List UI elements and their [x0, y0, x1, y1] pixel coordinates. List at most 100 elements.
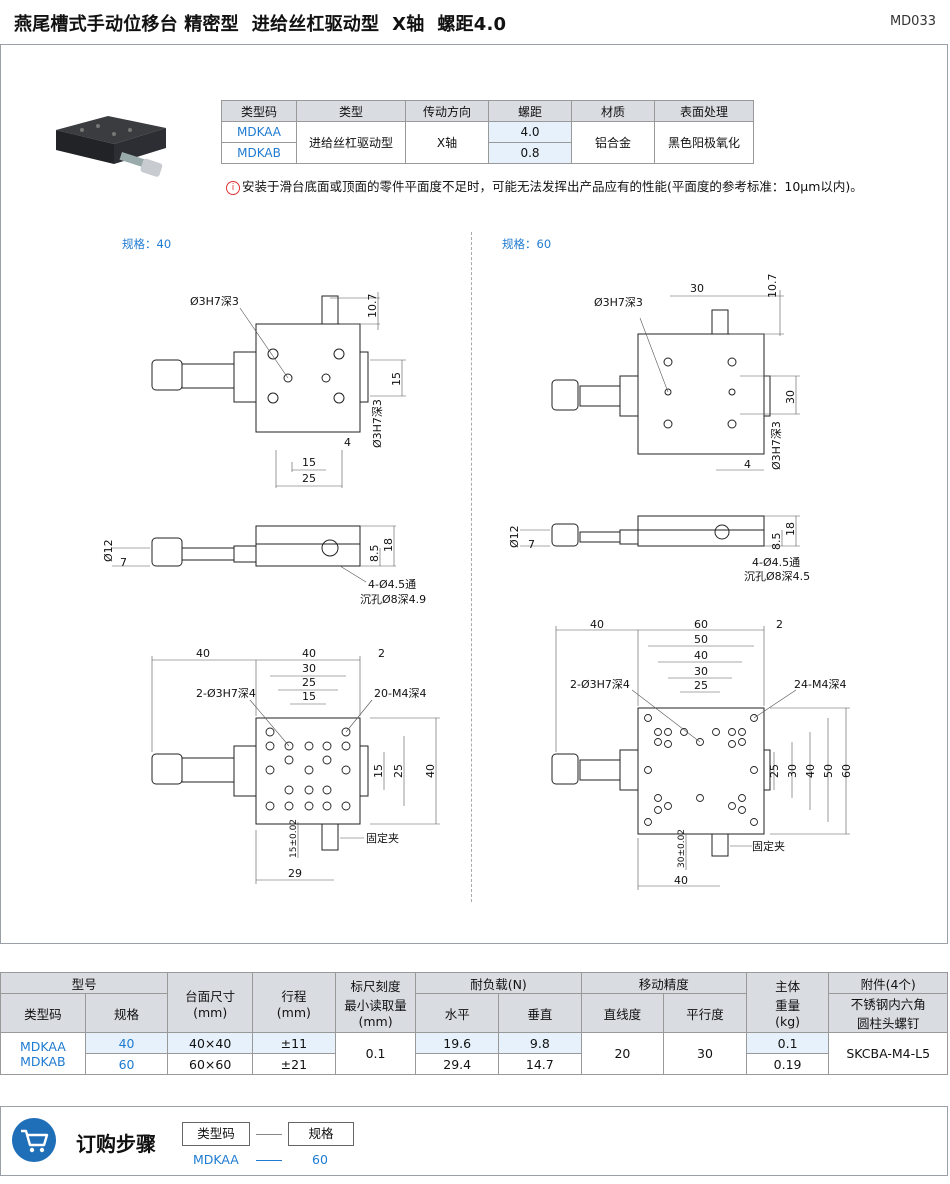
order-connector-2	[256, 1160, 282, 1161]
drawing-divider	[471, 232, 472, 902]
r-side-7: 7	[528, 538, 535, 551]
th-straight: 直线度	[580, 993, 665, 1033]
direction-cell: X轴	[405, 121, 489, 164]
material-cell: 铝合金	[571, 121, 655, 164]
side-view-40	[112, 525, 396, 583]
product-photo	[56, 116, 166, 177]
th-type: 类型	[296, 100, 406, 122]
th-material: 材质	[571, 100, 655, 122]
r-r60: 60	[840, 764, 853, 778]
l-top-40b: 40	[302, 647, 316, 660]
r-top-25: 25	[694, 679, 708, 692]
th-typecode2: 类型码	[0, 993, 86, 1033]
spec-label-40: 规格：40	[122, 237, 172, 251]
spec-loadv-40: 9.8	[498, 1032, 582, 1054]
th-size: 规格	[84, 993, 169, 1033]
l-thru: 4-Ø4.5通	[368, 578, 416, 591]
spec-size-40: 40	[84, 1032, 169, 1054]
l-top-25: 25	[302, 676, 316, 689]
th-load: 耐负载(N)	[415, 972, 582, 994]
l-top-40a: 40	[196, 647, 210, 660]
l-r40: 40	[424, 764, 437, 778]
note-text: 安装于滑台底面或顶面的零件平面度不足时，可能无法发挥出产品应有的性能(平面度的参…	[242, 179, 863, 194]
th-stroke: 行程 (mm)	[252, 972, 336, 1033]
spec-code-b: MDKAB	[20, 1053, 66, 1069]
l-top-15: 15	[302, 690, 316, 703]
spec-label-60: 规格：60	[502, 237, 552, 251]
r-side-85: 8.5	[770, 533, 783, 551]
r-dim-30v: 30	[784, 390, 797, 404]
r-r50: 50	[822, 764, 835, 778]
th-model: 型号	[0, 972, 169, 994]
r-top-30: 30	[694, 665, 708, 678]
r-top-40b: 40	[694, 649, 708, 662]
l-tap-label: 20-M4深4	[374, 687, 426, 700]
spec-stroke-40: ±11	[252, 1032, 336, 1054]
l-dim-15v: 15	[390, 372, 403, 386]
spec-scale: 0.1	[334, 1032, 417, 1075]
r-r40: 40	[804, 764, 817, 778]
code-mdkab: MDKAB	[221, 142, 297, 164]
spec-size-60: 60	[84, 1053, 169, 1075]
r-top-60: 60	[694, 618, 708, 631]
content-frame	[0, 44, 948, 944]
r-clamp: 固定夹	[752, 839, 785, 853]
r-dim-107: 10.7	[766, 274, 779, 299]
code-mdkaa: MDKAA	[221, 121, 297, 143]
l-clamp: 固定夹	[366, 831, 399, 845]
r-side-18: 18	[784, 522, 797, 536]
l-r15: 15	[372, 764, 385, 778]
th-load-h: 水平	[415, 993, 500, 1033]
spec-table-60: 60×60	[167, 1053, 254, 1075]
order-val-size: 60	[312, 1152, 328, 1167]
spec-loadh-40: 19.6	[415, 1032, 500, 1054]
l-r25: 25	[392, 764, 405, 778]
l-side-7: 7	[120, 556, 127, 569]
th-scale: 标尺刻度 最小读取量 (mm)	[334, 972, 417, 1033]
spec-code-a: MDKAA	[19, 1038, 66, 1054]
top-view-40	[151, 292, 406, 488]
page-title: 燕尾槽式手动位移台 精密型 进给丝杠驱动型 X轴 螺距4.0	[14, 14, 507, 35]
r-thru: 4-Ø4.5通	[752, 556, 800, 569]
th-weight: 主体 重量 (kg)	[745, 972, 830, 1033]
spec-weight-60: 0.19	[745, 1053, 830, 1075]
pitch-08: 0.8	[488, 142, 572, 164]
spec-parallel: 30	[663, 1032, 747, 1075]
r-tap-label: 24-M4深4	[794, 678, 846, 691]
th-pitch: 螺距	[488, 100, 572, 122]
type-table: 类型码 类型 传动方向 螺距 材质 表面处理 MDKAA 进给丝杠驱动型 X轴 …	[221, 100, 754, 164]
th-accessory: 附件(4个)	[828, 972, 948, 994]
l-top-2: 2	[378, 647, 385, 660]
spec-stroke-60: ±21	[252, 1053, 336, 1075]
th-direction: 传动方向	[405, 100, 489, 122]
th-parallel: 平行度	[663, 993, 747, 1033]
table-view-60	[551, 626, 850, 890]
l-side-dia: Ø12	[102, 539, 115, 562]
l-hole-label: Ø3H7深3	[190, 295, 239, 308]
l-dim-4: 4	[344, 436, 351, 449]
r-pin-label: 2-Ø3H7深4	[570, 678, 630, 691]
page-code: MD033	[889, 14, 936, 29]
order-box-typecode: 类型码	[182, 1122, 250, 1146]
cart-glyph	[21, 1129, 49, 1153]
th-accuracy: 移动精度	[580, 972, 747, 994]
l-pin-label: 2-Ø3H7深4	[196, 687, 256, 700]
drawing-size-60: Ø3H7深3 30 10.7 30 Ø3H7深3 4 Ø12 7 8.5 18 …	[508, 274, 853, 890]
r-cbore: 沉孔Ø8深4.5	[744, 570, 810, 583]
order-box-size: 规格	[288, 1122, 354, 1146]
r-r25: 25	[768, 764, 781, 778]
r-hole-label-v: Ø3H7深3	[770, 421, 783, 470]
th-table-size: 台面尺寸 (mm)	[167, 972, 254, 1033]
r-side-dia: Ø12	[508, 525, 521, 548]
surface-cell: 黑色阳极氧化	[654, 121, 754, 164]
order-connector	[256, 1134, 282, 1135]
l-side-85: 8.5	[368, 545, 381, 563]
r-bot-40: 40	[674, 874, 688, 887]
pitch-40: 4.0	[488, 121, 572, 143]
spec-loadh-60: 29.4	[415, 1053, 500, 1075]
th-typecode: 类型码	[221, 100, 297, 122]
type-cell: 进给丝杠驱动型	[296, 121, 406, 164]
order-section	[0, 1106, 948, 1176]
order-val-typecode: MDKAA	[193, 1152, 239, 1167]
